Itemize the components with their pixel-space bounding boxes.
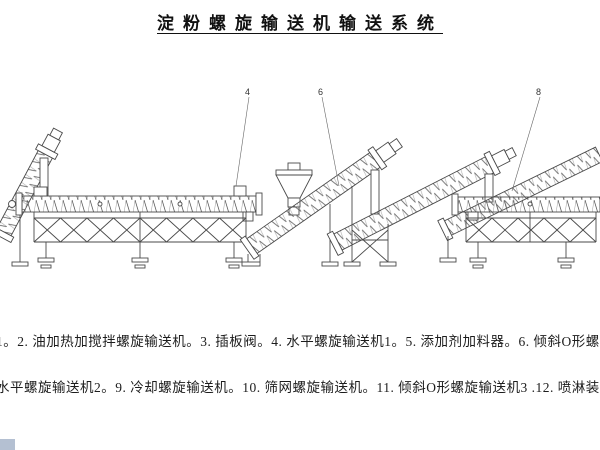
horizontal-screw-conveyor-2 (451, 193, 600, 221)
inclined-conveyor-4-support (439, 236, 457, 263)
inclined-conveyor-2-supports (241, 169, 380, 267)
callout-label-4: 4 (245, 87, 250, 97)
legend-line-2: 水平螺旋输送机2。9. 冷却螺旋输送机。10. 筛网螺旋输送机。11. 倾斜O形… (0, 380, 600, 395)
inclined-screw-conveyor-4 (437, 146, 600, 242)
inclined-screw-conveyor-2 (239, 138, 403, 260)
slide-gate-valve (233, 185, 247, 197)
inclined-screw-conveyor-1 (0, 127, 64, 244)
drawing-title: 淀粉螺旋输送机输送系统 (0, 9, 600, 34)
inclined-screw-conveyor-3 (326, 147, 517, 257)
support-truss-1 (33, 212, 247, 269)
callout-label-6: 6 (318, 87, 323, 97)
legend-line-1: 1。2. 油加热加搅拌螺旋输送机。3. 插板阀。4. 水平螺旋输送机1。5. 添… (0, 334, 600, 349)
corner-watermark (0, 439, 15, 450)
callout-leaders (235, 96, 541, 192)
support-frame-center (343, 186, 397, 267)
drawing-title-text: 淀粉螺旋输送机输送系统 (157, 14, 443, 33)
support-truss-2 (465, 212, 597, 269)
callout-label-8: 8 (536, 87, 541, 97)
horizontal-screw-conveyor-1 (8, 185, 263, 222)
